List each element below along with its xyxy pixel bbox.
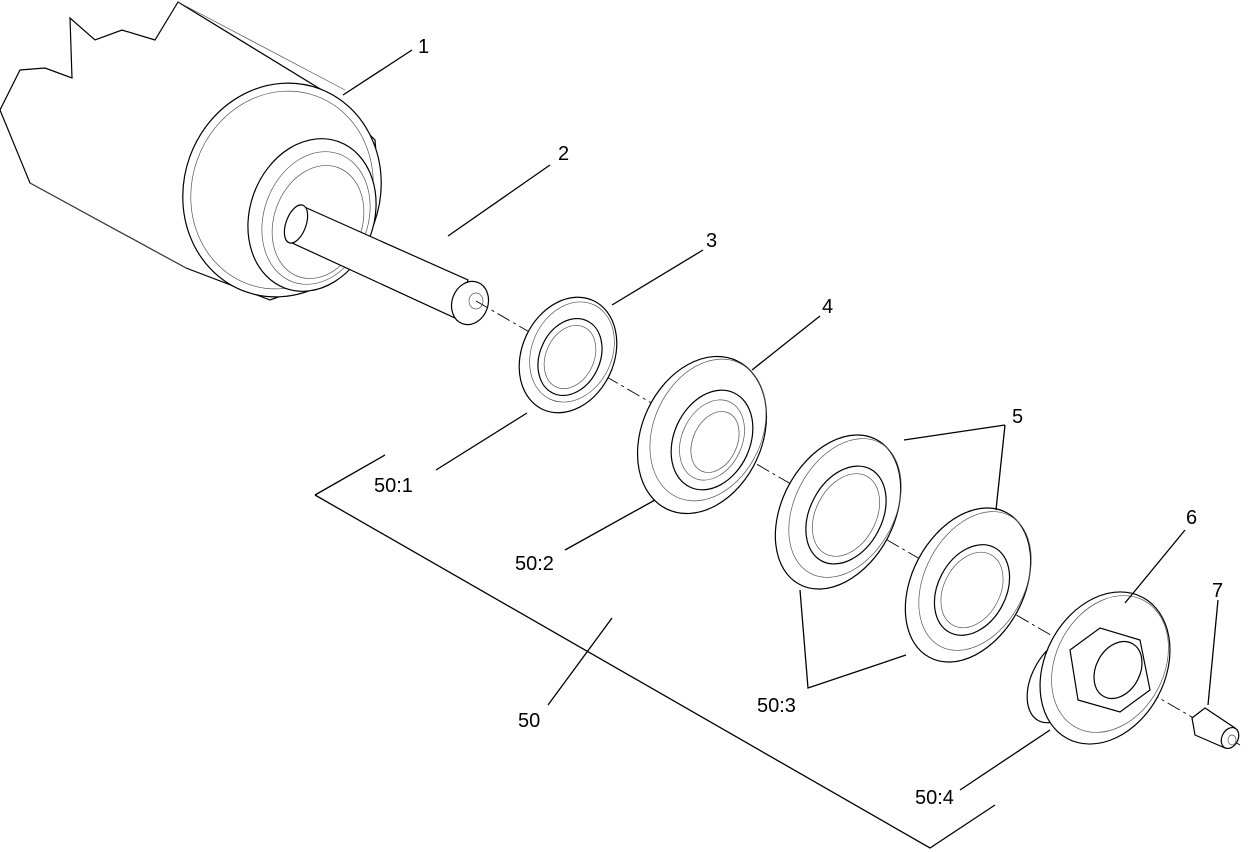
callout-5: 5: [1012, 406, 1023, 428]
bearing-50-2: [636, 355, 768, 515]
roller-tube: [0, 1, 382, 301]
callout-50-3: 50:3: [757, 695, 796, 717]
shaft: [283, 204, 490, 326]
callout-50: 50: [518, 710, 540, 732]
callout-50-1: 50:1: [374, 475, 413, 497]
callout-50-2: 50:2: [515, 553, 554, 575]
callout-3: 3: [706, 230, 717, 252]
callout-6: 6: [1186, 507, 1197, 529]
callout-7: 7: [1212, 580, 1223, 602]
callout-50-4: 50:4: [915, 787, 954, 809]
flange-nut-50-4: [1026, 591, 1171, 745]
seal-50-3-a: [774, 434, 902, 590]
seal-50-1: [518, 296, 618, 414]
callout-4: 4: [822, 296, 833, 318]
callout-2: 2: [558, 143, 569, 165]
callout-1: 1: [418, 36, 429, 58]
grease-fitting: [1191, 707, 1240, 750]
seal-50-3-b: [904, 507, 1032, 663]
leader-lines: [314, 49, 1219, 849]
